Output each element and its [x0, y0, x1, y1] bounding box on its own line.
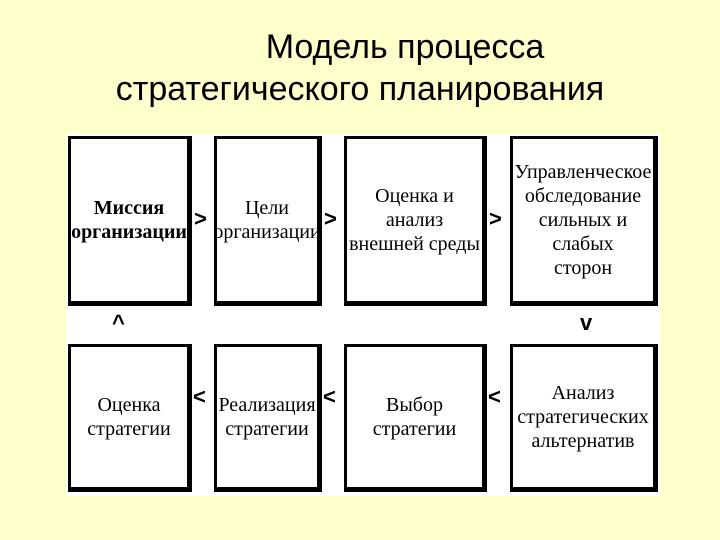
arrow-down-icon: v — [580, 310, 593, 335]
box-goals: Цели организации — [213, 136, 322, 306]
box-management-survey: Управленческое обследование сильных и сл… — [510, 136, 658, 306]
arrow-right-icon: > — [324, 206, 337, 231]
box-strategy-evaluation: Оценка стратегии — [68, 344, 192, 492]
diagram-panel: Миссия организации Цели организации Оцен… — [66, 134, 660, 496]
box-mission-label: Миссия организации — [71, 197, 187, 243]
box-strategy-implementation: Реализация стратегии — [214, 344, 322, 492]
box-environment-analysis-label: Оценка и анализ внешней среды — [349, 185, 480, 255]
box-goals-label: Цели организации — [213, 197, 321, 243]
arrow-right-icon: > — [194, 206, 207, 231]
title-line-1: Модель процесса — [265, 28, 545, 66]
box-management-survey-label: Управленческое обследование сильных и сл… — [514, 161, 652, 279]
arrow-left-icon: < — [323, 384, 336, 409]
title-line-2: стратегического планирования — [115, 70, 605, 108]
box-environment-analysis: Оценка и анализ внешней среды — [344, 136, 487, 306]
arrow-left-icon: < — [488, 384, 501, 409]
arrow-right-icon: > — [489, 206, 502, 231]
box-strategy-choice-label: Выбор стратегии — [372, 394, 457, 440]
box-strategy-implementation-label: Реализация стратегии — [218, 394, 316, 440]
slide-title: Модель процесса стратегического планиров… — [0, 26, 720, 110]
arrow-left-icon: < — [193, 384, 206, 409]
box-strategy-choice: Выбор стратегии — [344, 344, 487, 492]
box-alternatives-analysis-label: Анализ стратегических альтернатив — [517, 382, 649, 452]
arrow-up-icon: ^ — [112, 310, 125, 335]
box-alternatives-analysis: Анализ стратегических альтернатив — [510, 344, 658, 492]
box-strategy-evaluation-label: Оценка стратегии — [87, 394, 171, 440]
box-mission: Миссия организации — [68, 136, 192, 306]
